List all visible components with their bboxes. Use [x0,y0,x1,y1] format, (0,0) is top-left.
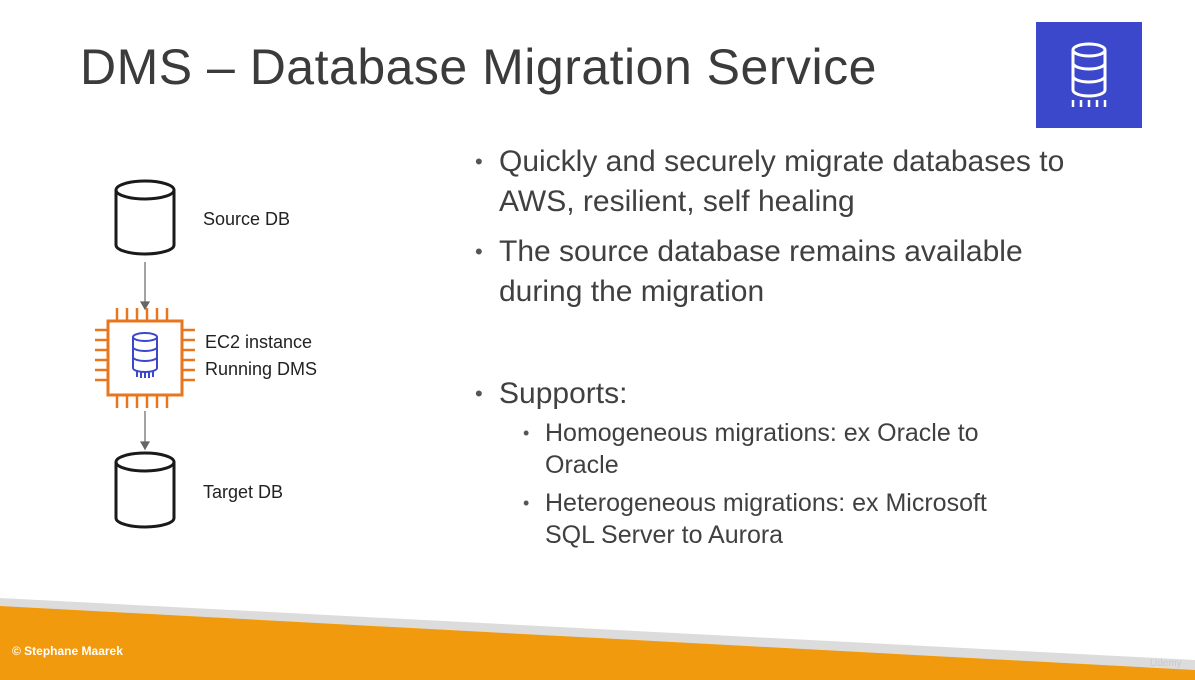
bullet-item: Supports: [475,374,1075,414]
sub-bullet-item: Heterogeneous migrations: ex Microsoft S… [523,487,1035,551]
source-db-icon [114,179,176,256]
arrow-down-icon [139,411,151,451]
bullet-list: Quickly and securely migrate databases t… [475,142,1075,551]
target-db-label: Target DB [203,482,284,502]
ec2-chip-icon [95,308,195,408]
sub-bullet-item: Homogeneous migrations: ex Oracle to Ora… [523,417,1035,481]
watermark-text: Udemy [1150,658,1182,669]
target-db-icon [114,451,176,529]
ec2-label-line2: Running DMS [205,359,318,379]
slide-title: DMS – Database Migration Service [80,39,877,95]
source-db-label: Source DB [203,209,291,229]
migration-diagram [95,179,195,529]
bullet-item: Quickly and securely migrate databases t… [475,142,1069,222]
ec2-label-line1: EC2 instance [205,332,313,352]
copyright-text: © Stephane Maarek [12,644,123,658]
bullet-item: The source database remains available du… [475,232,1069,312]
footer-band [0,598,1195,680]
arrow-down-icon [139,262,151,311]
database-icon [1036,22,1142,128]
dms-small-icon [132,332,158,378]
